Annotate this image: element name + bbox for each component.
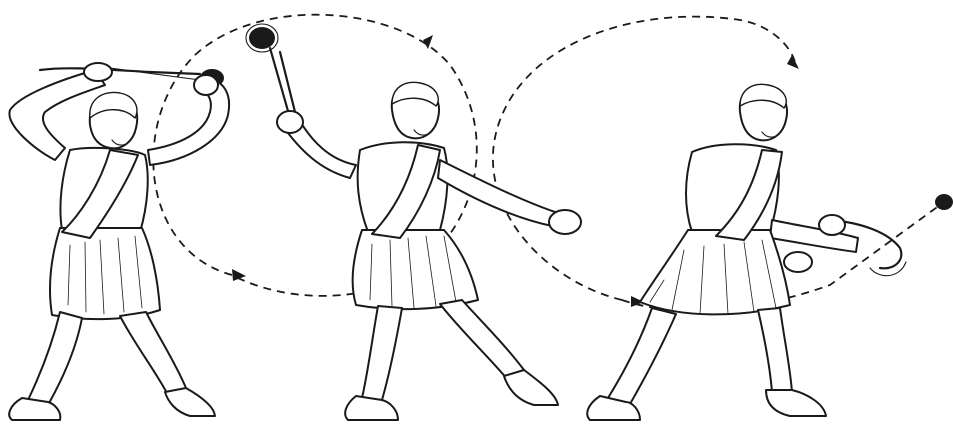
left-fist <box>84 63 112 81</box>
left-leg <box>28 312 82 405</box>
right-foot <box>766 390 826 416</box>
slinger-figure-side-swing <box>246 24 581 420</box>
left-foot <box>9 398 60 420</box>
right-foot <box>504 370 558 405</box>
sling-stone-icon <box>935 194 953 210</box>
right-leg <box>758 308 792 392</box>
right-leg <box>440 300 524 380</box>
right-arm <box>438 160 555 226</box>
sling-stone-icon <box>249 27 275 49</box>
left-fist <box>784 252 812 272</box>
right-fist <box>819 215 845 235</box>
right-fist <box>549 210 581 234</box>
tunic <box>640 230 790 314</box>
arrowhead-icon <box>787 55 799 69</box>
right-leg <box>120 312 186 395</box>
right-foot <box>165 388 215 416</box>
slinger-figure-wind-up <box>9 63 229 420</box>
right-fist <box>194 75 218 95</box>
tunic <box>50 228 160 319</box>
right-arm <box>148 78 229 165</box>
left-leg <box>608 308 676 404</box>
slinger-figure-release <box>587 84 953 420</box>
left-leg <box>362 306 402 400</box>
left-foot <box>345 396 398 420</box>
arrowhead-icon <box>423 35 433 49</box>
left-fist <box>277 111 303 133</box>
